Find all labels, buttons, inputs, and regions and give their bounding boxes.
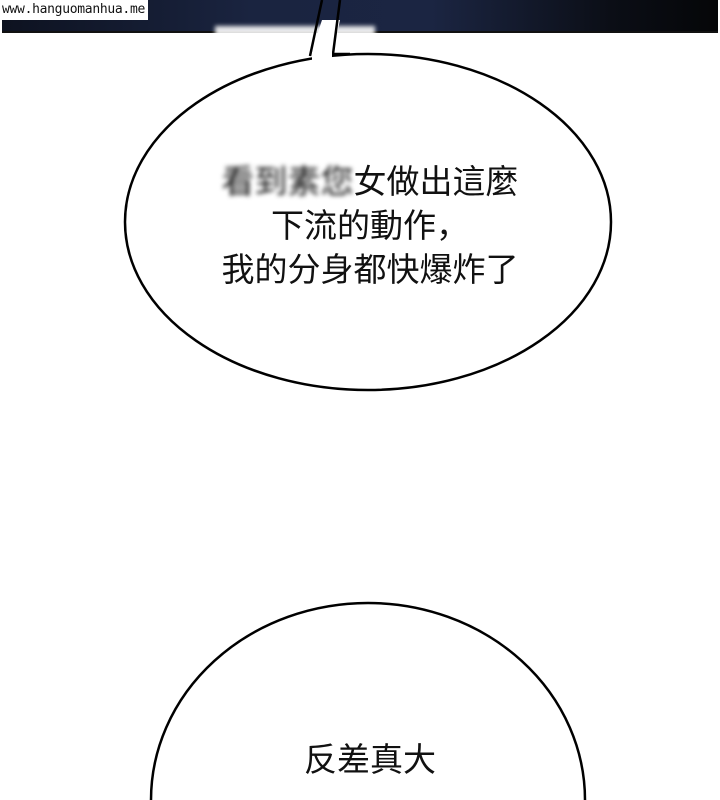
- speech-bubble-bottom: [149, 601, 587, 800]
- dialogue-text: 女做出這麼: [353, 162, 519, 201]
- speech-bubble-bottom-text: 反差真大: [200, 738, 540, 782]
- speech-bubble-top: [123, 0, 613, 392]
- censored-text: 看到素您: [221, 162, 354, 201]
- panel-edge-blur: [215, 26, 375, 36]
- dialogue-line: 下流的動作，: [271, 206, 469, 245]
- site-watermark: www.hanguomanhua.me: [0, 0, 148, 20]
- dialogue-line: 反差真大: [304, 740, 436, 779]
- dialogue-line: 我的分身都快爆炸了: [221, 250, 519, 289]
- speech-bubble-top-text: 看到素您女做出這麼 下流的動作， 我的分身都快爆炸了: [150, 160, 590, 292]
- dialogue-line: 看到素您女做出這麼: [150, 160, 590, 204]
